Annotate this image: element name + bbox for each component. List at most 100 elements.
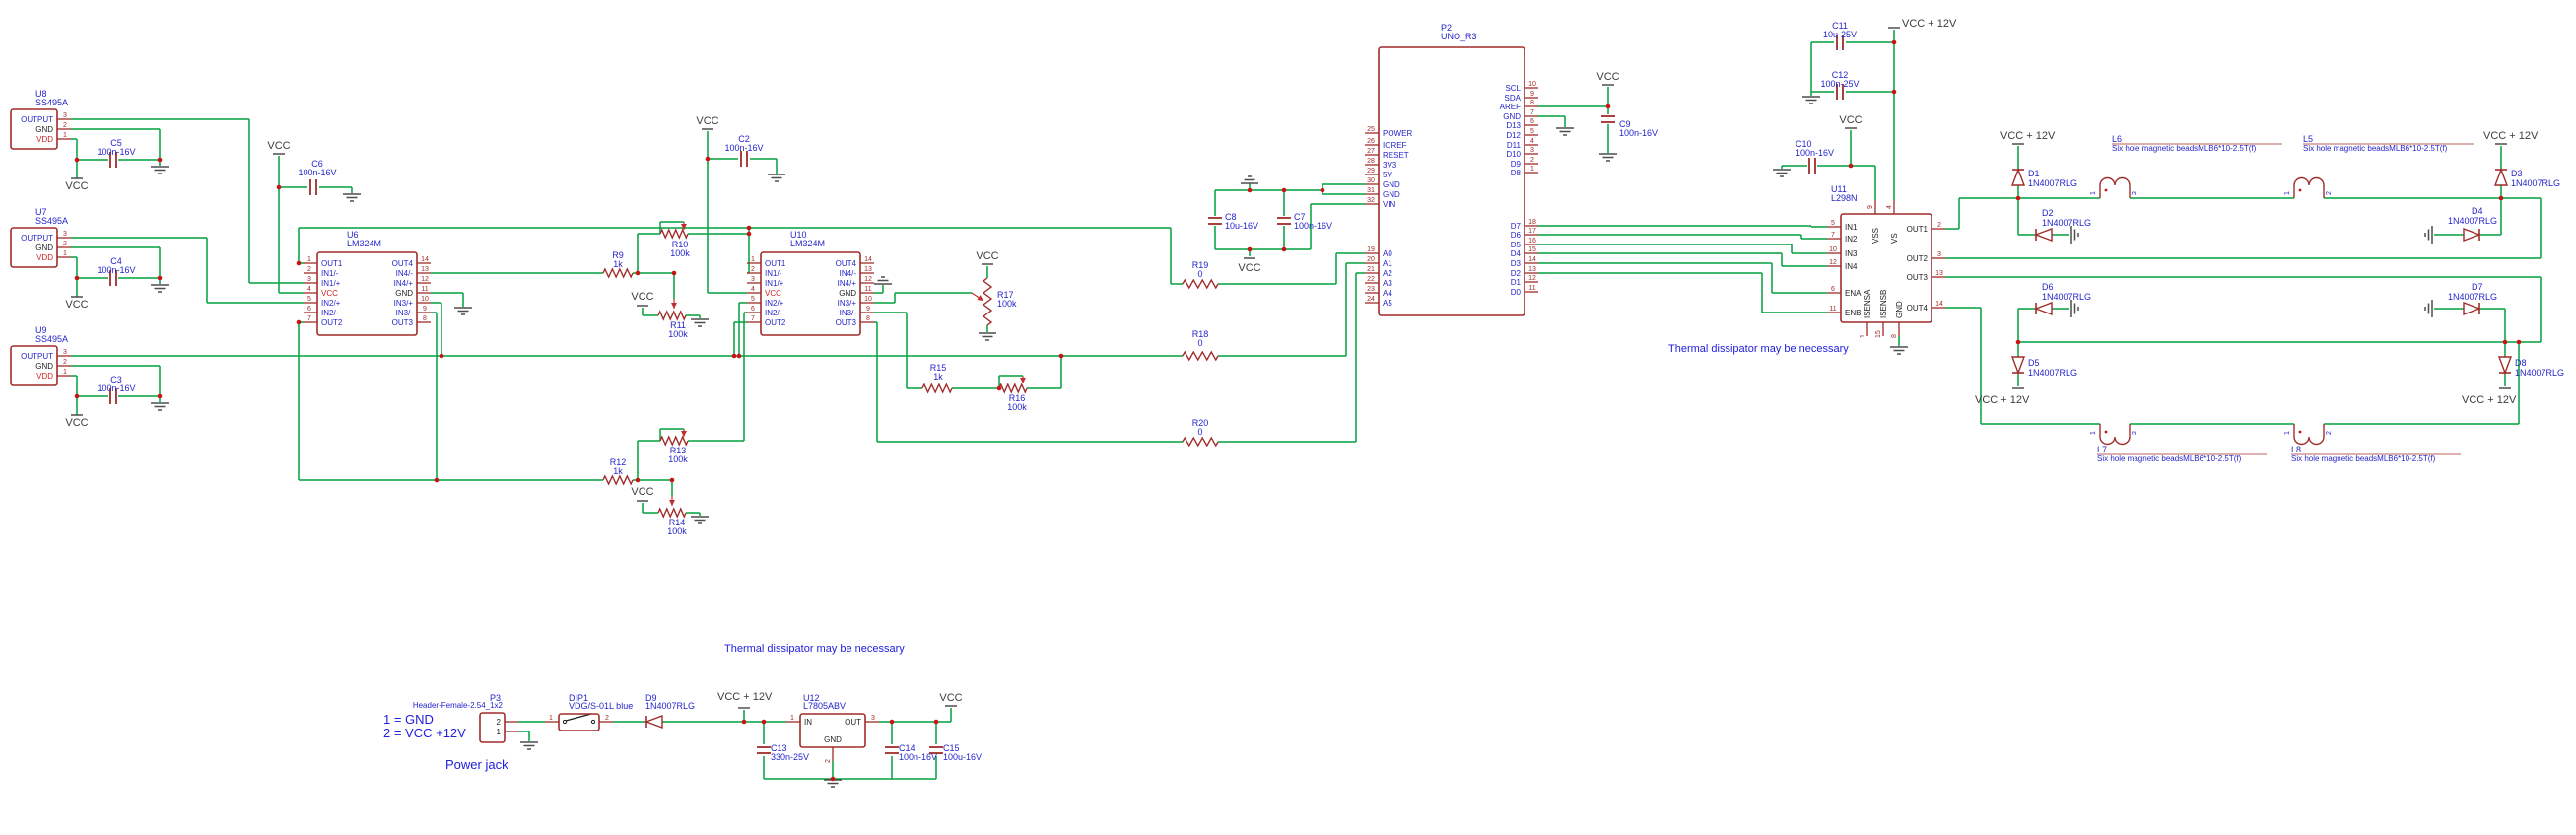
resistor-R10[interactable] xyxy=(659,228,689,240)
switch-DIP1[interactable] xyxy=(562,713,596,725)
bead-L8[interactable] xyxy=(2293,424,2325,446)
capacitor-C10[interactable] xyxy=(1808,158,1816,174)
pin-number: 24 xyxy=(1367,296,1375,303)
capacitor-C2[interactable] xyxy=(740,151,748,167)
resistor-R11[interactable] xyxy=(657,310,687,321)
ic-P3[interactable]: 21 xyxy=(479,712,518,743)
component-label: D4 xyxy=(2472,206,2483,216)
diode-D5[interactable] xyxy=(2010,356,2026,375)
ic-body xyxy=(479,712,506,743)
component-label: LM324M xyxy=(790,239,825,248)
resistor-R15[interactable] xyxy=(921,383,953,394)
diode-D3[interactable] xyxy=(2493,168,2509,186)
junction-dot xyxy=(671,270,677,276)
note-text: 2 = VCC +12V xyxy=(383,726,466,740)
junction-dot xyxy=(1605,104,1611,109)
component-label: D2 xyxy=(2042,208,2054,218)
resistor-R14[interactable] xyxy=(657,507,687,519)
junction-dot xyxy=(746,231,752,237)
junction-dot xyxy=(74,275,80,281)
capacitor-C6[interactable] xyxy=(309,179,317,195)
junction-dot xyxy=(1247,246,1253,252)
diode-D8[interactable] xyxy=(2497,356,2513,375)
component-label: 1N4007RLG xyxy=(2448,292,2497,302)
capacitor-C3[interactable] xyxy=(109,388,117,404)
pin-name: IN3 xyxy=(1845,249,1858,258)
junction-dot xyxy=(1891,39,1897,45)
capacitor-C9[interactable] xyxy=(1601,115,1615,123)
resistor-R19[interactable] xyxy=(1182,278,1219,290)
capacitor-C5[interactable] xyxy=(109,152,117,168)
capacitor-C8[interactable] xyxy=(1208,217,1222,225)
component-label: 1N4007RLG xyxy=(2515,368,2564,378)
gnd-symbol xyxy=(1890,346,1908,355)
pin-name: VDD xyxy=(36,253,53,262)
pin-number: 8 xyxy=(1530,100,1534,106)
component-label: R12 xyxy=(610,457,627,467)
component-label: 100n-16V xyxy=(298,168,336,177)
gnd-symbol xyxy=(2070,300,2079,317)
bead-L6[interactable] xyxy=(2099,176,2131,199)
wiper-arrow xyxy=(971,292,984,302)
capacitor-C7[interactable] xyxy=(1277,217,1291,225)
component-label: SS495A xyxy=(35,216,68,226)
resistor-R20[interactable] xyxy=(1182,436,1219,448)
diode-D4[interactable] xyxy=(2463,227,2481,243)
pin-name: IN xyxy=(804,718,812,727)
pin-name: OUT2 xyxy=(1907,254,1929,263)
component-label: 100n-16V xyxy=(724,143,763,153)
junction-dot xyxy=(1848,163,1854,169)
pin-name: D0 xyxy=(1511,288,1522,297)
capacitor-C13[interactable] xyxy=(757,746,771,754)
capacitor-C12[interactable] xyxy=(1836,84,1844,100)
pin-name: 2 xyxy=(497,718,502,727)
bead-L5[interactable] xyxy=(2293,176,2325,199)
resistor-R16[interactable] xyxy=(998,383,1028,394)
bead-L7[interactable] xyxy=(2099,424,2131,446)
pin-number: 1 xyxy=(307,256,311,263)
pin-number: 5 xyxy=(1530,128,1534,135)
component-label: 1 xyxy=(2284,191,2291,195)
capacitor-C11[interactable] xyxy=(1836,35,1844,50)
resistor-R18[interactable] xyxy=(1182,350,1219,362)
capacitor-C14[interactable] xyxy=(885,746,899,754)
pin-number: 3 xyxy=(751,276,755,283)
diode-D7[interactable] xyxy=(2463,301,2481,316)
diode-D1[interactable] xyxy=(2010,168,2026,186)
capacitor-C15[interactable] xyxy=(929,746,943,754)
component-label: 100n-16V xyxy=(1294,221,1332,231)
diode-D9[interactable] xyxy=(644,714,663,730)
junction-dot xyxy=(157,157,163,163)
pin-name: IN1/+ xyxy=(321,279,341,288)
pin-number: 6 xyxy=(751,306,755,313)
resistor-R13[interactable] xyxy=(659,435,689,447)
gnd-symbol xyxy=(979,332,996,341)
resistor-R17[interactable] xyxy=(982,277,993,326)
pin-number: 1 xyxy=(1860,334,1866,338)
component-label: D1 xyxy=(2028,169,2040,178)
pin-number: 9 xyxy=(423,306,427,313)
diode-D2[interactable] xyxy=(2034,227,2053,243)
resistor-R9[interactable] xyxy=(602,267,634,279)
pin-name: IN1/- xyxy=(321,269,339,278)
power-label: VCC xyxy=(65,180,88,192)
pin-number: 27 xyxy=(1367,148,1375,155)
pin-name: D2 xyxy=(1511,269,1522,278)
diode-D6[interactable] xyxy=(2034,301,2053,316)
component-label: 1N4007RLG xyxy=(2511,178,2560,188)
pin-name: OUT4 xyxy=(836,259,857,268)
power-label: VCC xyxy=(1839,114,1862,126)
capacitor-C4[interactable] xyxy=(109,270,117,286)
pin-number: 31 xyxy=(1367,187,1375,194)
component-label: U9 xyxy=(35,325,47,335)
resistor-R12[interactable] xyxy=(602,474,634,486)
